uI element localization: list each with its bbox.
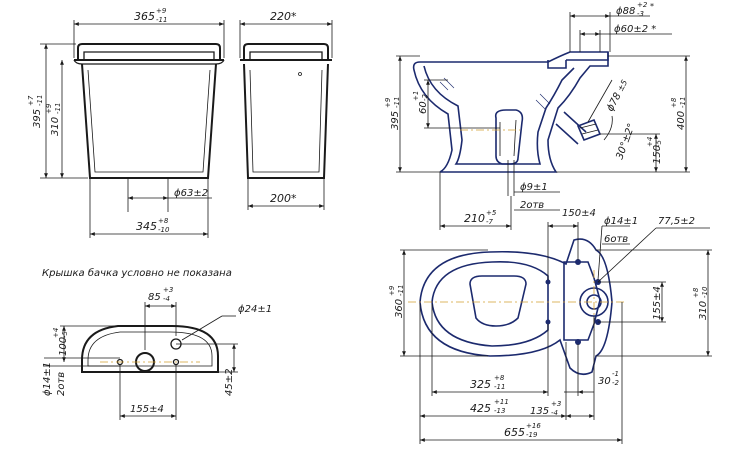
cistern-front-height-dim: 395 [32,109,43,128]
bowl-plan-len1-tol-top: +8 [494,374,505,382]
cistern-plan-note: Крышка бачка условно не показана [42,267,232,279]
bowl-plan-width-tol-top: +9 [388,285,396,296]
cistern-plan-center-tol-bot: -4 [163,295,170,303]
bowl-plan-total-tol-bot: -19 [526,431,538,439]
bowl-plan-total-dim: 655 [504,426,525,439]
cistern-plan-hole-dim: ϕ24±1 [238,304,272,315]
cistern-side-top-dim: 220* [270,10,297,23]
bowl-side-outlet-height-dim: 150 [652,145,663,164]
bowl-plan-total-tol-top: +16 [526,422,541,430]
bowl-plan-right-width-dim: 310 [698,301,709,320]
bowl-side-outlet-dim: ϕ78 [605,91,624,113]
cistern-front-view: ϕ63±2 365 +9 -11 395 +7 -11 310 +9 -11 3… [27,7,225,238]
cistern-plan-depth-tol-bot: -5 [61,330,69,338]
bowl-side-top-outer-dim: ϕ88 [616,6,635,17]
cistern-front-height-tol-top: +7 [27,95,35,106]
bowl-plan-right-width-tol-top: +8 [692,287,700,298]
bowl-plan-small-tol-top: -1 [612,370,619,378]
cistern-plan-small-hole-count: 2отв [56,372,67,396]
bowl-side-inner-depth-dim: 60 [418,101,429,114]
cistern-side-view: 220* 200* [239,10,333,210]
bowl-plan-offset-dim: 77,5±2 [658,216,695,227]
bowl-side-top-outer-star: * [650,2,654,11]
bowl-side-outlet-height-tol-bot: -5 [655,139,663,147]
bowl-side-left-height-tol-bot: -11 [393,97,401,108]
bowl-side-left-height-dim: 395 [390,111,401,130]
cistern-side-bottom-dim: 200* [270,192,297,205]
cistern-front-width-tol-bot: -11 [156,16,167,24]
bowl-side-left-height-tol-top: +9 [384,97,392,108]
bowl-plan-hole-count: 6отв [604,234,628,245]
bowl-plan-hole-dim: ϕ14±1 [604,216,638,227]
bowl-side-base-tol-bot: -7 [486,218,494,226]
cistern-plan-depth-dim: 100 [58,337,69,356]
bowl-side-top-inner-dim: ϕ60±2 * [614,24,656,35]
bowl-plan-width-dim: 360 [394,299,405,318]
cistern-front-bottom-tol-bot: -10 [158,226,170,234]
bowl-side-inner-depth-tol-top: +1 [412,91,420,101]
cistern-plan-depth-tol-top: +4 [52,328,60,338]
bowl-side-view: ϕ88 +2 -3 * ϕ60±2 * 395 +9 -11 60 +1 -2 … [384,1,690,230]
cistern-front-height-tol-bot: -11 [36,95,44,106]
cistern-plan-center-tol-top: +3 [163,286,173,294]
bowl-plan-len3-tol-bot: -4 [551,409,558,417]
cistern-plan-small-hole-dim: ϕ14±1 [42,362,53,396]
bowl-plan-view: 150±4 ϕ14±1 6отв 77,5±2 360 +9 -11 155±4… [388,208,712,444]
bowl-plan-len2-dim: 425 [470,402,491,415]
cistern-front-inner-height-dim: 310 [50,117,61,136]
bowl-side-mount-count: 2отв [520,200,544,211]
cistern-plan-view: Крышка бачка условно не показана 85 +3 -… [42,267,272,420]
cistern-front-width-dim: 365 [134,10,155,23]
bowl-side-angle-dim: 30°±2° [614,122,637,161]
cistern-front-hole-dim: ϕ63±2 [174,188,208,199]
bowl-side-right-height-tol-top: +8 [670,97,678,108]
cistern-front-inner-height-tol-bot: -11 [54,103,62,114]
cistern-plan-right-dim: 45±2 [224,369,235,396]
cistern-front-inner-height-tol-top: +9 [45,103,53,114]
bowl-plan-len3-dim: 135 [530,406,549,417]
bowl-plan-small-tol-bot: -2 [612,379,620,387]
cistern-plan-width-dim: 155±4 [130,404,164,415]
bowl-plan-inner-dim: 155±4 [652,286,663,320]
bowl-side-top-outer-tol-bot: -3 [637,10,644,18]
bowl-plan-len2-tol-top: +11 [494,398,509,406]
bowl-plan-len2-tol-bot: -13 [494,407,505,415]
bowl-plan-len3-tol-top: +3 [551,400,561,408]
bowl-plan-width-tol-bot: -11 [397,285,405,296]
bowl-plan-len1-tol-bot: -11 [494,383,505,391]
bowl-side-outlet-tol: ±5 [616,78,629,93]
bowl-side-inner-depth-tol-bot: -2 [421,93,429,101]
cistern-front-bottom-tol-top: +8 [158,217,169,225]
bowl-side-top-outer-tol-top: +2 [637,1,648,9]
bowl-side-base-dim: 210 [464,212,485,225]
cistern-front-width-tol-top: +9 [156,7,167,15]
bowl-side-right-height-tol-bot: -11 [679,97,687,108]
cistern-front-bottom-dim: 345 [136,220,157,233]
bowl-plan-small-dim: 30 [598,376,611,387]
bowl-side-base-tol-top: +5 [486,209,497,217]
bowl-plan-holes-spacing-dim: 150±4 [562,208,596,219]
bowl-side-outlet-height-tol-top: +4 [646,137,654,147]
bowl-plan-len1-dim: 325 [470,378,491,391]
bowl-plan-right-width-tol-bot: -10 [701,286,709,298]
bowl-side-mount-hole-dim: ϕ9±1 [520,182,548,193]
bowl-side-right-height-dim: 400 [676,111,687,130]
cistern-plan-center-dim: 85 [148,292,161,303]
